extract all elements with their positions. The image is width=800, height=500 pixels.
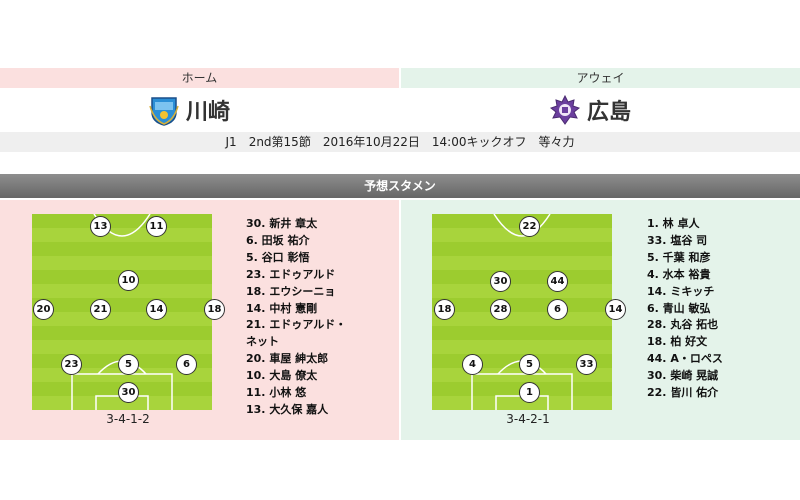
roster-item: 20. 車屋 紳太郎 [246, 352, 329, 366]
home-team: 川崎 [148, 93, 230, 127]
player-marker: 21 [90, 299, 111, 320]
roster-item: 22. 皆川 佑介 [647, 386, 719, 400]
player-marker: 44 [547, 271, 568, 292]
away-formation: 3-4-2-1 [506, 412, 550, 426]
player-marker: 28 [490, 299, 511, 320]
player-marker: 4 [462, 354, 483, 375]
player-marker: 5 [519, 354, 540, 375]
roster-item: 30. 柴崎 晃誠 [647, 369, 719, 383]
away-label: アウェイ [401, 68, 800, 88]
away-pitch: 22 30 44 18 28 6 14 4 5 33 1 [432, 214, 626, 410]
home-roster: 30. 新井 章太 6. 田坂 祐介 5. 谷口 彰悟 23. エドゥアルド 1… [246, 216, 374, 419]
player-marker: 14 [146, 299, 167, 320]
roster-item: 30. 新井 章太 [246, 217, 318, 230]
roster-item: 44. A・ロペス [647, 352, 723, 366]
player-marker: 18 [204, 299, 225, 320]
roster-item: 28. 丸谷 拓也 [647, 318, 719, 332]
player-marker: 33 [576, 354, 597, 375]
roster-item: 11. 小林 悠 [246, 386, 307, 400]
sanfrecce-crest-icon [549, 94, 581, 126]
away-team-name: 広島 [587, 100, 632, 125]
home-pitch: 13 11 10 20 21 14 18 23 5 6 30 [32, 214, 225, 410]
player-marker: 6 [176, 354, 197, 375]
player-marker: 5 [118, 354, 139, 375]
roster-item: 4. 水本 裕貴 [647, 267, 711, 281]
home-team-name: 川崎 [186, 100, 231, 125]
player-marker: 1 [519, 382, 540, 403]
roster-item: 5. 谷口 彰悟 [246, 250, 310, 264]
pitch-lines [471, 214, 573, 410]
player-marker: 18 [434, 299, 455, 320]
roster-item: 1. 林 卓人 [647, 217, 700, 230]
player-marker: 10 [118, 270, 139, 291]
roster-item: ネット [246, 335, 279, 349]
roster-item: 33. 塩谷 司 [647, 233, 708, 247]
home-formation: 3-4-1-2 [106, 412, 150, 426]
away-team: 広島 [549, 93, 631, 127]
player-marker: 11 [146, 216, 167, 237]
player-marker: 20 [33, 299, 54, 320]
roster-item: 21. エドゥアルド・ [246, 318, 347, 332]
pitch-lines [71, 214, 173, 410]
frontale-crest-icon [148, 94, 180, 126]
roster-item: 10. 大島 僚太 [246, 369, 318, 383]
roster-item: 14. 中村 憲剛 [246, 301, 318, 315]
roster-item: 18. 柏 好文 [647, 335, 708, 349]
player-marker: 23 [61, 354, 82, 375]
home-lineup-panel: 13 11 10 20 21 14 18 23 5 6 30 3-4-1-2 3… [0, 200, 399, 440]
roster-item: 6. 青山 敏弘 [647, 301, 711, 315]
player-marker: 13 [90, 216, 111, 237]
home-label: ホーム [0, 68, 399, 88]
player-marker: 6 [547, 299, 568, 320]
player-marker: 30 [118, 382, 139, 403]
player-marker: 30 [490, 271, 511, 292]
player-marker: 22 [519, 216, 540, 237]
match-info: J1 2nd第15節 2016年10月22日 14:00キックオフ 等々力 [0, 132, 800, 152]
section-title: 予想スタメン [0, 174, 800, 198]
roster-item: 6. 田坂 祐介 [246, 233, 310, 247]
roster-item: 14. ミキッチ [647, 284, 715, 298]
away-lineup-panel: 22 30 44 18 28 6 14 4 5 33 1 3-4-2-1 1. … [401, 200, 800, 440]
roster-item: 23. エドゥアルド [246, 267, 336, 281]
roster-item: 18. エウシーニョ [246, 284, 336, 298]
roster-item: 13. 大久保 嘉人 [246, 402, 329, 416]
roster-item: 5. 千葉 和彦 [647, 250, 711, 264]
player-marker: 14 [605, 299, 626, 320]
away-roster: 1. 林 卓人 33. 塩谷 司 5. 千葉 和彦 4. 水本 裕貴 14. ミ… [647, 216, 775, 402]
